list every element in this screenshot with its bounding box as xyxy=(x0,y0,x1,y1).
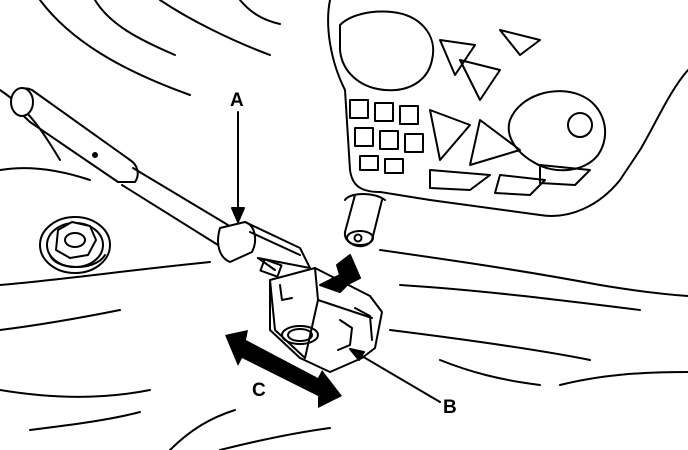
cable-lock-clip xyxy=(269,267,383,373)
bolt-icon xyxy=(39,216,111,274)
callout-label-b: B xyxy=(443,397,457,418)
double-arrow-icon xyxy=(225,330,342,408)
callout-label-a: A xyxy=(230,90,244,111)
shift-cable xyxy=(10,87,229,246)
push-arrow-icon xyxy=(319,254,361,293)
callout-label-c: C xyxy=(252,380,266,401)
mounting-bracket xyxy=(327,0,688,248)
leader-line-b xyxy=(349,348,441,403)
leader-line-a xyxy=(231,111,245,223)
cable-end xyxy=(217,221,311,278)
